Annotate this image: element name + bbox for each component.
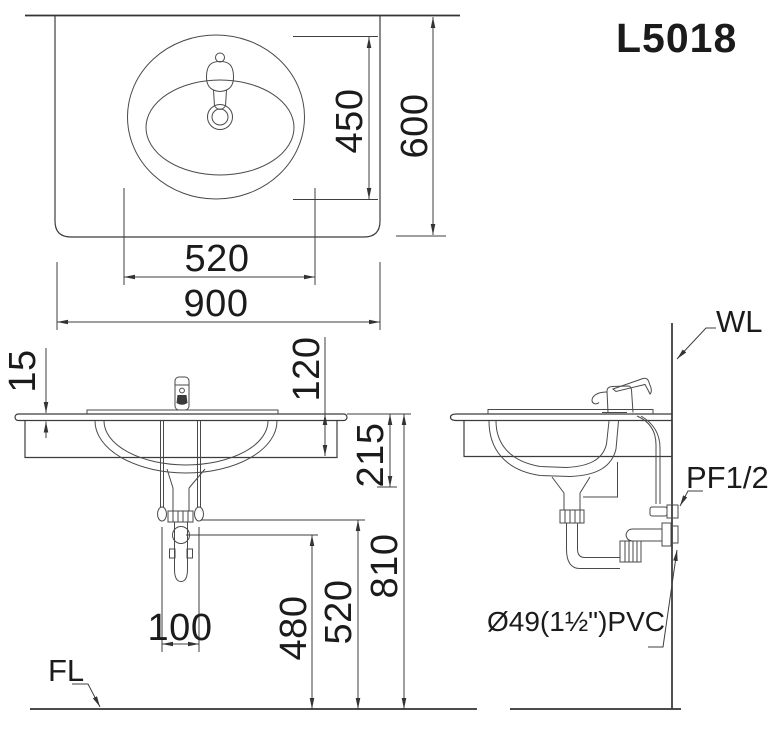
dim-215-label: 215 bbox=[350, 423, 392, 488]
side-view: WL PF1/2 Ø49(1½")PVC bbox=[449, 304, 768, 710]
dim-480: 480 bbox=[186, 534, 318, 709]
dim-450-label: 450 bbox=[329, 89, 371, 154]
dim-15-label: 15 bbox=[2, 349, 44, 392]
faucet-spout-side bbox=[591, 391, 608, 405]
dim-520-plan-label: 520 bbox=[185, 238, 250, 280]
counter-outline-top-view bbox=[54, 14, 381, 238]
model-number-title: L5018 bbox=[616, 15, 737, 61]
drain-pipe-label: Ø49(1½")PVC bbox=[487, 606, 665, 637]
dim-480-label: 480 bbox=[273, 596, 315, 661]
dim-215: 215 bbox=[347, 413, 411, 488]
wall-line-callout: WL bbox=[676, 304, 763, 360]
dim-520-front: 520 bbox=[201, 519, 365, 709]
dim-810-label: 810 bbox=[364, 534, 406, 599]
supply-wall-nut bbox=[666, 504, 679, 519]
drain-inner-circle bbox=[211, 108, 229, 126]
bowl-outer-side bbox=[488, 420, 619, 478]
bowl-inner-front bbox=[103, 420, 269, 466]
faucet-spout-line bbox=[213, 89, 227, 92]
dim-120-label: 120 bbox=[286, 337, 328, 402]
dim-450: 450 bbox=[293, 36, 378, 200]
supply-hose-side bbox=[636, 415, 679, 519]
floor-leader bbox=[72, 683, 101, 708]
dim-600: 600 bbox=[394, 17, 446, 237]
bowl-inner-side bbox=[495, 420, 610, 469]
dim-900-label: 900 bbox=[184, 283, 249, 325]
dim-100-label: 100 bbox=[148, 607, 213, 649]
front-view: 15 120 215 810 520 480 bbox=[2, 337, 477, 710]
dim-520-plan: 520 bbox=[123, 188, 316, 285]
dim-810: 810 bbox=[364, 414, 407, 709]
dim-120: 120 bbox=[286, 337, 328, 456]
dim-520-front-label: 520 bbox=[318, 580, 360, 645]
floor-line-callout: FL bbox=[48, 653, 101, 708]
faucet-spout-front bbox=[176, 395, 188, 405]
popup-drain-rod bbox=[583, 462, 618, 498]
faucet-top-view bbox=[205, 52, 235, 110]
supply-leader bbox=[679, 490, 703, 507]
supply-connection-label: PF1/2 bbox=[686, 460, 768, 495]
basin-inner-rim-top-view bbox=[145, 79, 295, 176]
countertop-slab-side bbox=[449, 413, 673, 422]
dim-900: 900 bbox=[56, 262, 381, 330]
drain-outer-circle bbox=[207, 104, 233, 130]
vanity-apron-side bbox=[463, 419, 673, 458]
dim-600-label: 600 bbox=[394, 94, 436, 159]
dim-15: 15 bbox=[2, 348, 49, 438]
wall-leader bbox=[676, 327, 716, 360]
faucet-handle-knob bbox=[215, 52, 225, 63]
supply-hoses-front bbox=[157, 421, 204, 522]
faucet-body-top-view bbox=[205, 60, 235, 110]
drain-trap-side bbox=[551, 476, 679, 569]
basin-outer-rim-top-view bbox=[127, 34, 305, 200]
drain-trap-front bbox=[166, 468, 206, 583]
dim-100: 100 bbox=[148, 527, 213, 652]
bowl-outer-front bbox=[94, 420, 278, 474]
faucet-front-view bbox=[174, 376, 190, 411]
plan-view: 450 600 520 900 bbox=[25, 14, 460, 330]
drain-wall-flange bbox=[661, 522, 672, 547]
sink-rim-side bbox=[487, 409, 654, 414]
wall-line-label: WL bbox=[716, 304, 763, 339]
vanity-apron-front bbox=[24, 419, 338, 459]
faucet-side-view bbox=[591, 377, 652, 413]
drain-pipe-leader bbox=[648, 549, 678, 648]
faucet-lever-side bbox=[612, 377, 652, 395]
angle-valve bbox=[649, 506, 668, 517]
countertop-slab-front bbox=[14, 413, 348, 422]
floor-line-label: FL bbox=[48, 653, 84, 688]
drain-pipe-callout: Ø49(1½")PVC bbox=[487, 549, 678, 648]
supply-connection-callout: PF1/2 bbox=[679, 460, 768, 507]
